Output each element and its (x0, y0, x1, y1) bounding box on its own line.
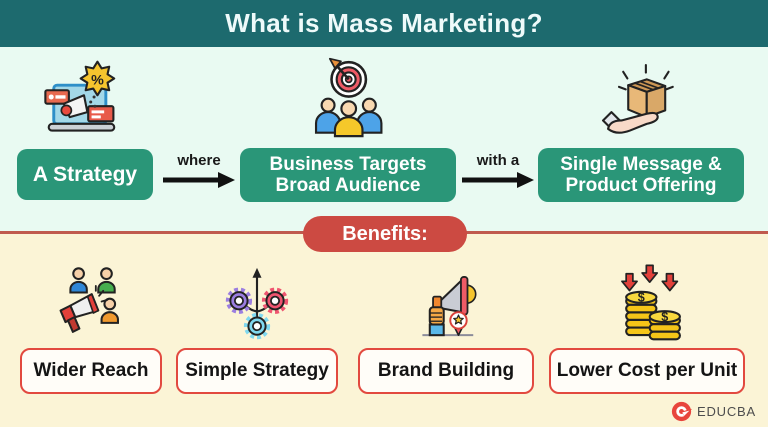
gears-arrow-icon (216, 263, 298, 345)
arrow-right-icon (462, 172, 534, 188)
arrow-right-icon (163, 172, 235, 188)
flow-step-broad-audience: Business Targets Broad Audience (240, 148, 456, 202)
svg-text:%: % (91, 72, 104, 88)
flow-connector-where: where (162, 152, 236, 195)
benefit-box-simple-strategy: Simple Strategy (176, 348, 338, 394)
svg-text:$: $ (638, 290, 645, 304)
flow-step-single-message: Single Message & Product Offering (538, 148, 744, 202)
benefit-box-brand-building: Brand Building (358, 348, 534, 394)
connector-label: with a (476, 152, 520, 169)
connector-label: where (177, 152, 221, 169)
benefits-heading-pill: Benefits: (303, 216, 467, 252)
flow-step-strategy: A Strategy (17, 149, 153, 200)
benefit-box-wider-reach: Wider Reach (20, 348, 162, 394)
benefit-label: Brand Building (377, 360, 515, 381)
flow-step-label: Single Message & Product Offering (560, 153, 722, 196)
flow-step-label: Business Targets Broad Audience (269, 153, 427, 196)
coins-cost-down-icon: $ $ (606, 262, 690, 346)
megaphone-award-icon (406, 263, 488, 345)
target-audience-icon (304, 57, 390, 143)
brand-name: EDUCBA (697, 404, 756, 419)
flow-step-label: A Strategy (32, 162, 138, 186)
brand-footer: EDUCBA (671, 401, 756, 422)
benefit-label: Wider Reach (33, 360, 149, 381)
header-banner: What is Mass Marketing? (0, 0, 768, 47)
benefit-label: Lower Cost per Unit (556, 360, 738, 381)
benefits-heading: Benefits: (342, 222, 428, 245)
benefit-box-lower-cost: Lower Cost per Unit (549, 348, 745, 394)
svg-text:$: $ (661, 310, 668, 324)
hand-offering-box-icon (598, 60, 682, 144)
megaphone-audience-icon (54, 263, 136, 345)
educba-logo-icon (671, 401, 693, 422)
page-title: What is Mass Marketing? (225, 8, 543, 38)
flow-connector-with-a: with a (461, 152, 535, 195)
laptop-megaphone-discount-icon: % (42, 60, 126, 144)
benefit-label: Simple Strategy (185, 360, 329, 381)
